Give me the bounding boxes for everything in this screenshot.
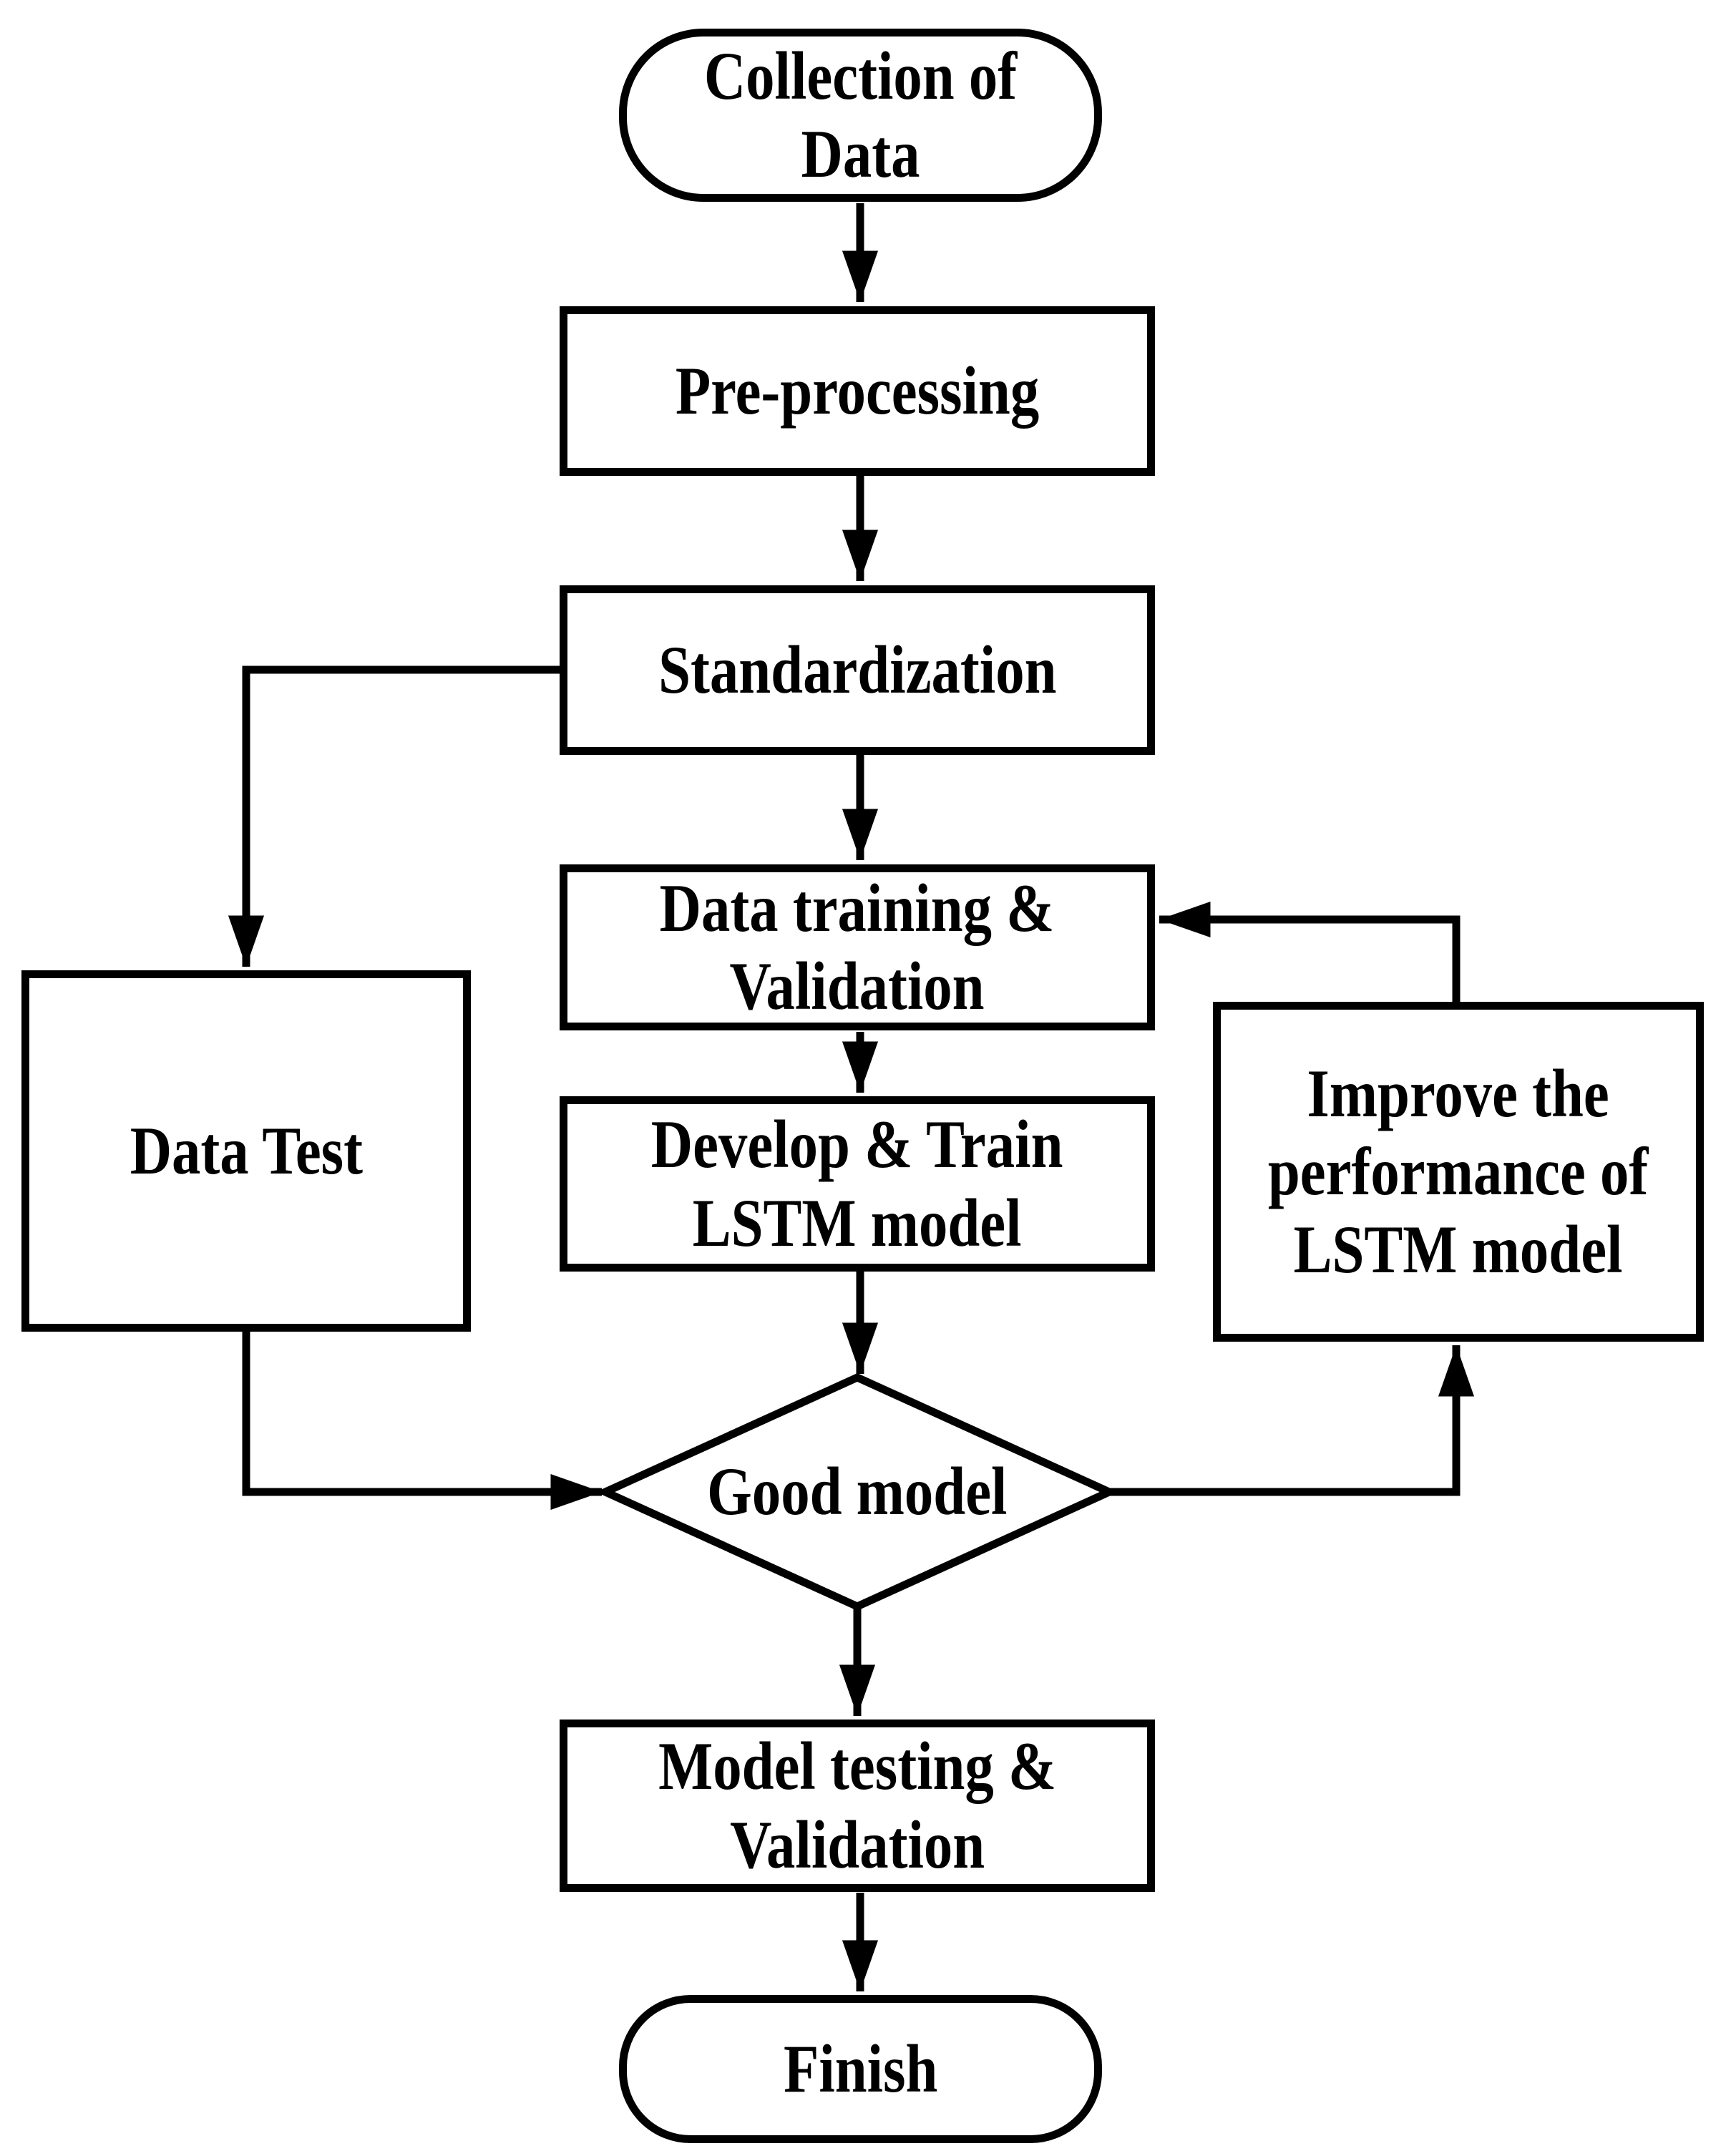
node-finish-label: Finish xyxy=(783,2030,938,2107)
edge-datatest-to-goodmodel xyxy=(242,1332,602,1511)
node-data-test-label: Data Test xyxy=(130,1112,363,1189)
node-develop-train-lstm-model: Develop & Train LSTM model xyxy=(560,1096,1155,1272)
node-standardization-label: Standardization xyxy=(658,631,1057,708)
node-collection-of-data: Collection of Data xyxy=(619,29,1102,202)
node-collection-of-data-label: Collection of Data xyxy=(703,37,1018,192)
node-finish: Finish xyxy=(619,1995,1102,2143)
edge-goodmodel-to-improve xyxy=(1109,1345,1475,1496)
node-data-training-validation-label: Data training & Validation xyxy=(660,869,1055,1024)
node-pre-processing: Pre-processing xyxy=(560,306,1155,476)
node-improve-performance-lstm: Improve the performance of LSTM model xyxy=(1213,1002,1704,1342)
good-model-decision-diamond xyxy=(595,1372,1119,1611)
node-good-model: Good model xyxy=(605,1377,1109,1606)
node-improve-performance-lstm-label: Improve the performance of LSTM model xyxy=(1268,1055,1649,1288)
edge-improve-to-datatraining xyxy=(1159,901,1461,1002)
node-data-test: Data Test xyxy=(21,970,471,1332)
node-model-testing-validation-label: Model testing & Validation xyxy=(658,1728,1057,1883)
node-pre-processing-label: Pre-processing xyxy=(675,352,1040,429)
node-model-testing-validation: Model testing & Validation xyxy=(560,1720,1155,1892)
node-standardization: Standardization xyxy=(560,585,1155,755)
edge-standardization-to-datatest xyxy=(228,665,560,967)
node-data-training-validation: Data training & Validation xyxy=(560,864,1155,1030)
node-develop-train-lstm-model-label: Develop & Train LSTM model xyxy=(651,1106,1063,1261)
node-good-model-label: Good model xyxy=(707,1453,1008,1530)
